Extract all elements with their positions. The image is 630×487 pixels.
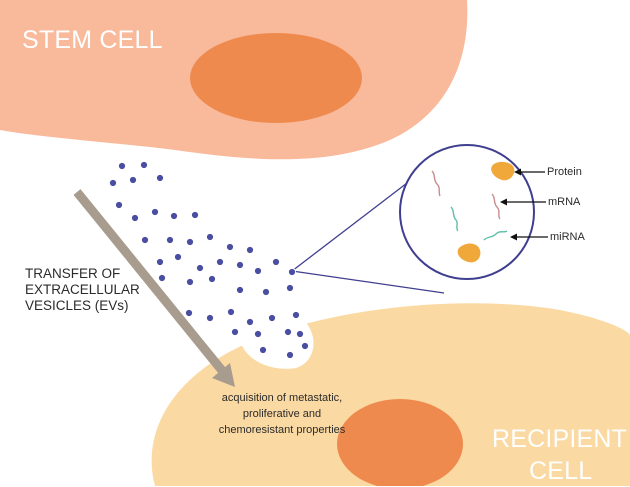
transfer-label: TRANSFER OF EXTRACELLULAR VESICLES (EVs): [25, 266, 140, 314]
transfer-arrow: [73, 189, 235, 387]
vesicle-cloud: [104, 154, 314, 369]
vesicle: [128, 175, 138, 185]
vesicle: [235, 260, 245, 270]
zoom-line-bottom: [291, 270, 445, 294]
acquisition-label: acquisition of metastatic, proliferative…: [182, 390, 382, 438]
transfer-label-line-3: VESICLES (EVs): [25, 298, 129, 313]
mrna-strand-1: [431, 170, 441, 197]
vesicle: [253, 266, 263, 276]
vesicle: [285, 283, 295, 293]
stem-cell-nucleus: [190, 33, 362, 123]
vesicle: [157, 273, 167, 283]
vesicle: [285, 350, 295, 360]
vesicle: [114, 200, 124, 210]
vesicle: [150, 207, 160, 217]
vesicle: [253, 329, 263, 339]
protein-pointer: [514, 168, 545, 176]
vesicle: [108, 178, 118, 188]
vesicle: [235, 285, 245, 295]
vesicle: [207, 274, 217, 284]
vesicle: [205, 232, 215, 242]
vesicle: [185, 277, 195, 287]
recipient-cell-nucleus: [337, 399, 463, 486]
acquisition-line-2: proliferative and: [242, 408, 322, 420]
protein-shape-1: [491, 161, 515, 181]
recipient-label-line-2: CELL: [529, 457, 593, 485]
mrna-label: mRNA: [548, 196, 581, 208]
mirna-label: miRNA: [550, 231, 585, 243]
vesicle: [195, 263, 205, 273]
zoom-line-top: [291, 169, 425, 272]
vesicle: [139, 160, 149, 170]
vesicle: [169, 211, 179, 221]
vesicle: [117, 161, 127, 171]
vesicle: [283, 327, 293, 337]
mirna-strand-1: [450, 206, 459, 232]
vesicle: [300, 341, 310, 351]
transfer-label-line-2: EXTRACELLULAR: [25, 282, 140, 297]
vesicle: [184, 308, 194, 318]
vesicle: [205, 313, 215, 323]
mrna-strand-2: [491, 193, 501, 220]
vesicle: [155, 257, 165, 267]
vesicle: [258, 345, 268, 355]
acquisition-line-3: chemoresistant properties: [218, 424, 346, 436]
recipient-cell-label: RECIPIENT CELL: [492, 423, 627, 487]
mirna-strand-2: [483, 230, 508, 241]
protein-label: Protein: [547, 166, 582, 178]
vesicle: [271, 257, 281, 267]
vesicle: [287, 267, 297, 277]
vesicle: [226, 307, 236, 317]
mrna-pointer: [500, 198, 546, 206]
vesicle: [140, 235, 150, 245]
vesicle: [155, 173, 165, 183]
vesicles: [108, 160, 310, 360]
vesicle: [261, 287, 271, 297]
vesicle: [173, 252, 183, 262]
protein-shape-2: [457, 243, 481, 263]
vesicle: [295, 329, 305, 339]
vesicle: [190, 210, 200, 220]
recipient-label-line-1: RECIPIENT: [492, 425, 628, 453]
vesicle: [267, 313, 277, 323]
vesicle: [230, 327, 240, 337]
vesicle: [185, 237, 195, 247]
acquisition-line-1: acquisition of metastatic,: [221, 392, 343, 404]
vesicle: [245, 317, 255, 327]
vesicle: [130, 213, 140, 223]
mirna-pointer: [510, 233, 548, 241]
transfer-label-line-1: TRANSFER OF: [25, 266, 121, 281]
stem-cell-label: STEM CELL: [22, 26, 163, 54]
vesicle: [245, 245, 255, 255]
vesicle: [291, 310, 301, 320]
vesicle: [225, 242, 235, 252]
vesicle: [215, 257, 225, 267]
vesicle: [165, 235, 175, 245]
